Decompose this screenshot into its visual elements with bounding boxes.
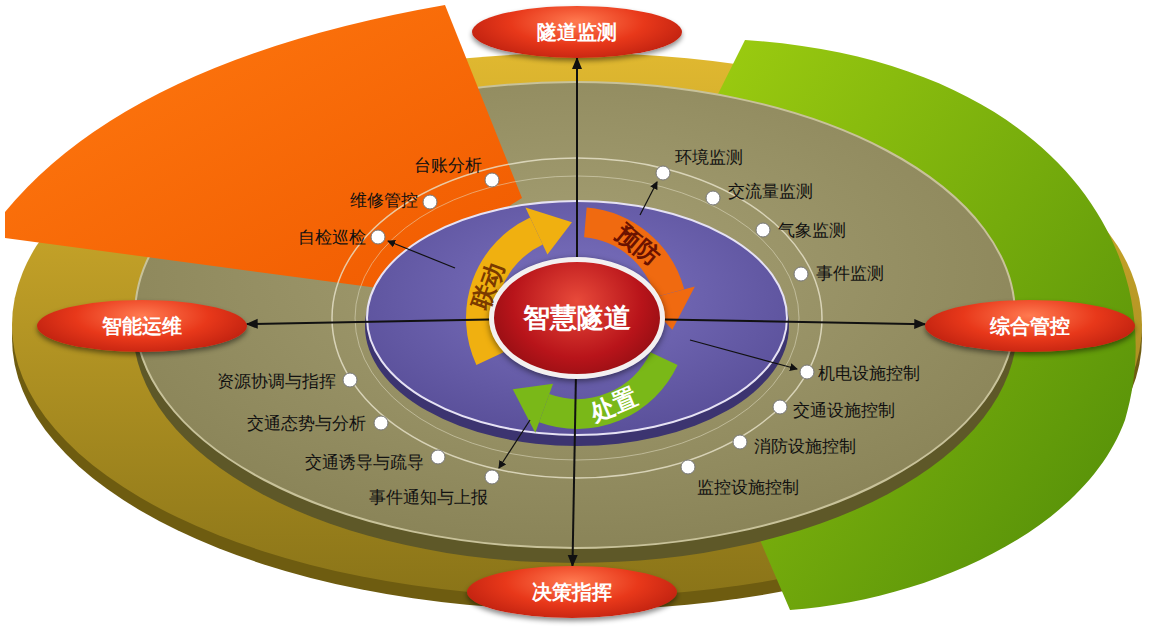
item-dot [485, 173, 499, 187]
arrow-label: 处置 [583, 378, 645, 431]
function-item: 事件通知与上报 [369, 486, 488, 509]
function-item: 环境监测 [675, 146, 743, 169]
function-item: 交通诱导与疏导 [305, 451, 424, 474]
function-item: 交通设施控制 [793, 399, 895, 422]
axis-arrow [576, 58, 578, 257]
item-dot [794, 267, 808, 281]
module-title: 智能运维 [102, 313, 182, 340]
item-dot [733, 435, 747, 449]
hub-title: 智慧隧道 [523, 300, 631, 336]
cycle-arrow-head [513, 384, 553, 433]
item-dot [343, 373, 357, 387]
function-item: 监控设施控制 [697, 476, 799, 499]
module-title: 隧道监测 [537, 19, 617, 46]
item-dot [706, 191, 720, 205]
function-item: 资源协调与指挥 [217, 370, 336, 393]
item-dot [681, 460, 695, 474]
axis-arrow [572, 379, 575, 566]
module-button: 智能运维 [37, 300, 247, 352]
module-button: 隧道监测 [472, 6, 682, 58]
function-item: 台账分析 [414, 154, 482, 177]
function-item: 交流量监测 [728, 180, 813, 203]
axis-arrow [247, 320, 489, 324]
module-button: 综合管控 [925, 300, 1135, 352]
item-dot [485, 470, 499, 484]
cycle-arrow-head [525, 207, 572, 254]
function-item: 维修管控 [350, 189, 418, 212]
item-dot [371, 230, 385, 244]
module-title: 决策指挥 [532, 579, 612, 606]
item-dot [423, 195, 437, 209]
arrow-text: 处置 [586, 381, 643, 429]
function-item: 消防设施控制 [754, 435, 856, 458]
axis-arrow [665, 320, 925, 325]
function-item: 气象监测 [778, 219, 846, 242]
function-item: 事件监测 [816, 262, 884, 285]
module-button: 决策指挥 [467, 566, 677, 618]
function-item: 交通态势与分析 [247, 412, 366, 435]
item-dot [756, 223, 770, 237]
hub-circle: 智慧隧道 [489, 257, 665, 379]
item-dot [431, 450, 445, 464]
item-dot [800, 365, 814, 379]
module-title: 综合管控 [990, 313, 1070, 340]
item-dot [374, 416, 388, 430]
function-item: 自检巡检 [298, 226, 366, 249]
function-item: 机电设施控制 [818, 362, 920, 385]
item-dot [656, 166, 670, 180]
item-dot [773, 400, 787, 414]
